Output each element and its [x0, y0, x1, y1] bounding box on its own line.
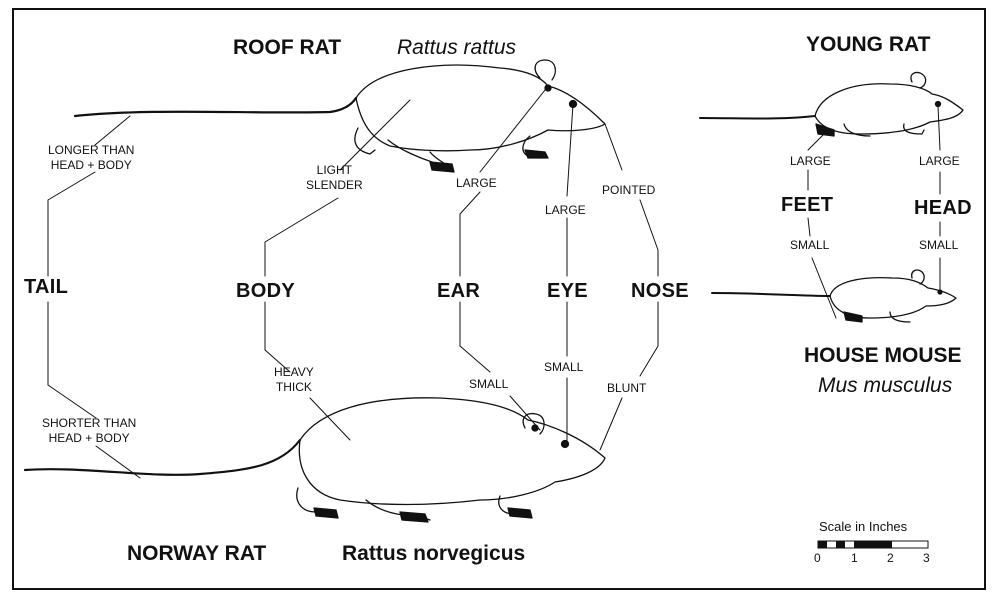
feature-nose: NOSE — [631, 280, 689, 303]
roof-rat-name: ROOF RAT — [233, 36, 341, 60]
body-roof-trait: LIGHT SLENDER — [306, 163, 363, 193]
body-norway-trait: HEAVY THICK — [274, 365, 314, 395]
head-young-trait: LARGE — [919, 154, 960, 169]
house-mouse-name: HOUSE MOUSE — [804, 344, 962, 368]
ear-roof-trait: LARGE — [456, 176, 497, 191]
head-mouse-trait: SMALL — [919, 238, 958, 253]
young-rat-tail — [700, 116, 815, 119]
feature-head: HEAD — [914, 197, 972, 220]
norway-rat-scientific-name: Rattus norvegicus — [342, 542, 525, 566]
feature-body: BODY — [236, 280, 295, 303]
scale-tick-2: 2 — [887, 551, 894, 565]
feature-feet: FEET — [781, 194, 833, 217]
scale-tick-1: 1 — [851, 551, 858, 565]
roof-rat-illustration — [75, 60, 605, 172]
young-rat-illustration — [700, 72, 963, 136]
roof-rat-scientific-name: Rattus rattus — [397, 36, 516, 60]
feature-ear: EAR — [437, 280, 480, 303]
scale-tick-0: 0 — [814, 551, 821, 565]
house-mouse-scientific-name: Mus musculus — [818, 374, 952, 398]
tail-norway-trait: SHORTER THAN HEAD + BODY — [42, 416, 136, 446]
roof-rat-tail — [75, 98, 356, 116]
scale-title: Scale in Inches — [819, 519, 907, 534]
eye-roof-trait: LARGE — [545, 203, 586, 218]
nose-roof-trait: POINTED — [602, 183, 655, 198]
eye-norway-trait: SMALL — [544, 360, 583, 375]
roof-rat-body — [356, 65, 605, 151]
feet-young-trait: LARGE — [790, 154, 831, 169]
house-mouse-tail — [712, 293, 830, 296]
norway-rat-body — [299, 398, 605, 505]
scale-tick-3: 3 — [923, 551, 930, 565]
young-rat-name: YOUNG RAT — [806, 33, 930, 57]
feature-eye: EYE — [547, 280, 588, 303]
feet-mouse-trait: SMALL — [790, 238, 829, 253]
nose-norway-trait: BLUNT — [607, 381, 646, 396]
scale-bar — [818, 541, 928, 548]
norway-rat-name: NORWAY RAT — [127, 542, 266, 566]
feature-tail: TAIL — [24, 276, 68, 299]
tail-roof-trait: LONGER THAN HEAD + BODY — [48, 143, 134, 173]
ear-norway-trait: SMALL — [469, 377, 508, 392]
